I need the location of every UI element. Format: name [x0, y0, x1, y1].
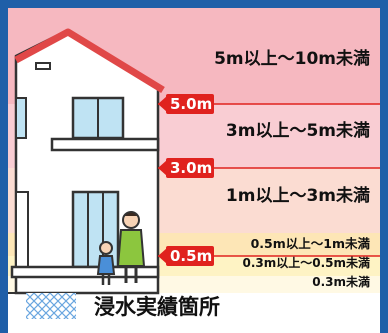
parent-figure	[116, 211, 146, 283]
hatched-swatch-icon	[26, 293, 76, 319]
legend: 浸水実績箇所	[26, 291, 220, 321]
band-label-0.5-1m: 0.5m以上〜1m未満	[251, 236, 371, 251]
legend-label: 浸水実績箇所	[94, 295, 220, 319]
band-label-0.3-0.5m: 0.3m以上〜0.5m未満	[242, 255, 370, 270]
depth-marker-5m-label: 5.0m	[170, 95, 212, 113]
band-label-1-3m: 1m以上〜3m未満	[226, 185, 370, 206]
house-illustration	[8, 28, 165, 295]
depth-marker-0.5m: 0.5m	[158, 246, 380, 266]
depth-marker-5m: 5.0m	[158, 94, 380, 114]
depth-marker-0.5m-label: 0.5m	[170, 247, 212, 265]
child-figure	[96, 241, 116, 285]
depth-marker-3m: 3.0m	[158, 158, 380, 178]
band-label-3-5m: 3m以上〜5m未満	[226, 120, 370, 141]
band-label-under-0.3m: 0.3m未満	[312, 274, 370, 289]
band-label-5-10m: 5m以上〜10m未満	[214, 48, 370, 69]
flood-depth-diagram: 5.0m 3.0m 0.5m 5m以上〜10m未満 3m以上〜5m未満 1m以上…	[8, 8, 380, 295]
depth-marker-3m-label: 3.0m	[170, 159, 212, 177]
